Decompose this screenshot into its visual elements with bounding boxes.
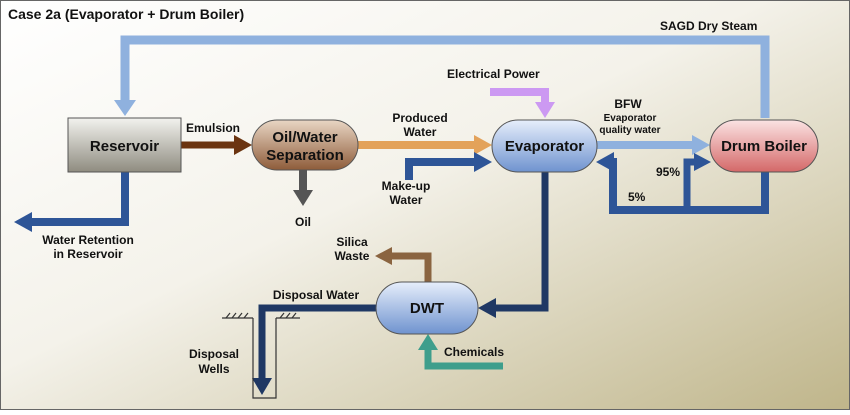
- produced-water-label-line2: Water: [404, 125, 437, 139]
- reservoir-node: Reservoir: [67, 117, 182, 173]
- chemicals-arrow: [418, 334, 503, 370]
- produced-water-label-line1: Produced: [392, 111, 447, 125]
- evaporator-node: Evaporator: [491, 119, 598, 173]
- oil-water-separation-node: Oil/Water Separation: [251, 119, 359, 171]
- oil-label: Oil: [295, 215, 311, 229]
- boiler-blowdown-5pct-arrow: [596, 152, 769, 214]
- oil-arrow: [293, 170, 313, 206]
- sagd-steam-label: SAGD Dry Steam: [660, 19, 757, 33]
- electrical-power-arrow: [490, 88, 555, 118]
- pct-5-label: 5%: [628, 190, 646, 204]
- silica-waste-label-line1: Silica: [336, 235, 368, 249]
- silica-waste-label-line2: Waste: [335, 249, 370, 263]
- drum-boiler-node: Drum Boiler: [709, 119, 819, 173]
- silica-waste-arrow: [375, 247, 432, 282]
- water-retention-arrow: [14, 172, 129, 232]
- dwt-label: DWT: [410, 300, 444, 317]
- pct-95-label: 95%: [656, 165, 680, 179]
- evaporator-to-dwt-arrow: [478, 172, 549, 318]
- emulsion-arrow: [181, 135, 252, 155]
- emulsion-label: Emulsion: [186, 121, 240, 135]
- sagd-steam-arrow: [114, 35, 770, 118]
- drum-boiler-label: Drum Boiler: [721, 138, 807, 155]
- boiler-recycle-95pct-arrow: [683, 153, 711, 210]
- evaporator-quality-label-line2: quality water: [599, 125, 660, 136]
- separation-label-line2: Separation: [266, 147, 344, 164]
- evaporator-quality-label-line1: Evaporator: [604, 113, 657, 124]
- disposal-water-label: Disposal Water: [273, 288, 360, 302]
- evaporator-label: Evaporator: [505, 138, 584, 155]
- water-retention-label-line1: Water Retention: [42, 233, 134, 247]
- water-retention-label-line2: in Reservoir: [53, 247, 123, 261]
- produced-water-arrow: [358, 135, 492, 155]
- disposal-well-shape: [222, 312, 300, 399]
- makeup-water-label-line2: Water: [390, 193, 423, 207]
- disposal-water-arrow: [252, 304, 376, 395]
- bfw-arrow: [597, 135, 710, 155]
- makeup-water-arrow: [405, 152, 492, 180]
- disposal-wells-label-line1: Disposal: [189, 347, 239, 361]
- chemicals-label: Chemicals: [444, 345, 504, 359]
- reservoir-label: Reservoir: [90, 138, 159, 155]
- separation-label-line1: Oil/Water: [272, 129, 337, 146]
- diagram-title: Case 2a (Evaporator + Drum Boiler): [8, 6, 244, 22]
- bfw-label: BFW: [614, 97, 642, 111]
- disposal-wells-label-line2: Wells: [198, 362, 229, 376]
- makeup-water-label-line1: Make-up: [382, 179, 431, 193]
- electrical-power-label: Electrical Power: [447, 67, 540, 81]
- dwt-node: DWT: [375, 281, 479, 335]
